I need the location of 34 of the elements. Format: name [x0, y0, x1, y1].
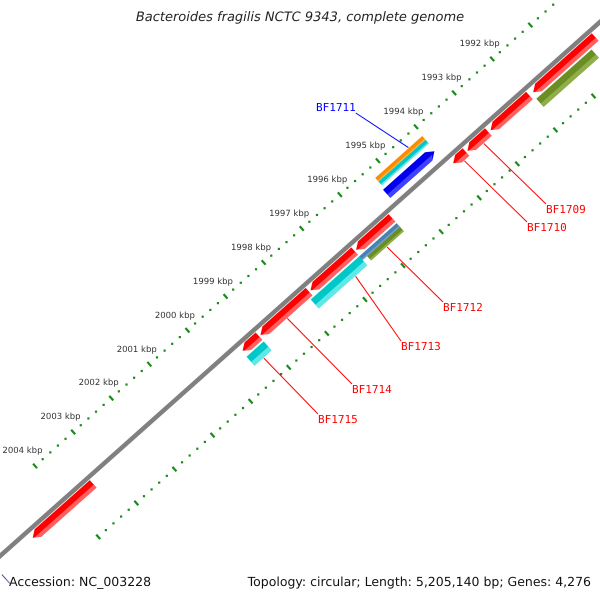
- genome-stats-text: Topology: circular; Length: 5,205,140 bp; Genes: 4,276: [248, 576, 591, 588]
- gene-strip: [246, 341, 272, 366]
- gene-label: BF1712: [443, 302, 483, 313]
- leader-line: [464, 160, 528, 222]
- scale-label: 1998 kbp: [231, 244, 272, 252]
- leader-line: [355, 276, 402, 342]
- scale-label: 1995 kbp: [345, 142, 386, 150]
- leader-line: [483, 143, 546, 204]
- accession-text: Accession: NC_003228: [9, 576, 152, 588]
- scale-label: 2003 kbp: [40, 413, 81, 422]
- diagram-title: Bacteroides fragilis NCTC 9343, complete genome: [134, 11, 466, 24]
- gene-label: BF1710: [527, 222, 567, 233]
- gene-label: BF1714: [352, 384, 392, 395]
- gene-strip: [367, 226, 404, 260]
- gene-feature: [260, 288, 312, 335]
- scale-label: 1996 kbp: [307, 176, 348, 184]
- gene-label: BF1715: [318, 414, 358, 425]
- scale-label: 2004 kbp: [2, 447, 42, 456]
- gene-label: BF1711: [316, 102, 356, 113]
- gene-label: BF1709: [546, 204, 586, 215]
- leader-line: [286, 318, 352, 384]
- scale-label: 1994 kbp: [383, 108, 424, 117]
- gene-feature: [453, 148, 470, 164]
- scale-label: 2002 kbp: [78, 379, 119, 388]
- scale-label: 1997 kbp: [269, 210, 310, 218]
- scale-label: 1993 kbp: [421, 74, 462, 83]
- scale-label: 2001 kbp: [116, 346, 157, 354]
- gene-label: BF1713: [401, 341, 441, 352]
- leader-line: [263, 358, 318, 414]
- gene-strip: [310, 256, 368, 308]
- scale-label: 1999 kbp: [192, 278, 233, 286]
- gene-feature: [467, 128, 492, 151]
- scale-label: 1992 kbp: [460, 40, 500, 49]
- scale-label: 2000 kbp: [154, 312, 195, 320]
